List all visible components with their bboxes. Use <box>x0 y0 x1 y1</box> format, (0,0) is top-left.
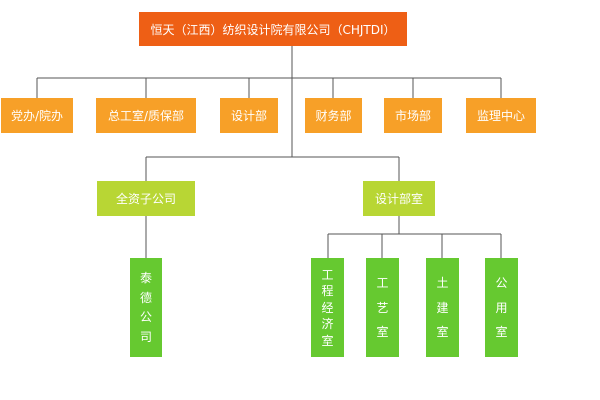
leaf-label-char: 室 <box>321 333 334 348</box>
subsidiary-node-design-office: 设计部室 <box>363 181 435 216</box>
leaf-node-process: 工艺室 <box>366 258 399 357</box>
leaf-label-char: 经 <box>321 300 334 315</box>
leaf-label-char: 泰 <box>139 270 152 285</box>
leaf-node-utilities: 公用室 <box>485 258 518 357</box>
subsidiary-label: 设计部室 <box>374 192 423 206</box>
department-label: 市场部 <box>394 109 431 123</box>
leaf-node-taide: 泰德公司 <box>130 258 162 357</box>
department-label: 总工室/质保部 <box>107 109 185 123</box>
leaf-label-char: 工 <box>321 267 334 282</box>
leaf-node-civil-construction: 土建室 <box>426 258 459 357</box>
department-node-design: 设计部 <box>220 98 278 133</box>
department-node-market: 市场部 <box>384 98 442 133</box>
department-label: 财务部 <box>315 109 352 123</box>
subsidiary-label: 全资子公司 <box>115 192 176 206</box>
leaf-label-char: 工 <box>376 275 389 290</box>
department-node-supervision: 监理中心 <box>466 98 536 133</box>
department-node-finance: 财务部 <box>305 98 362 133</box>
leaf-label-char: 程 <box>321 284 334 298</box>
leaf-node-engineering-economics: 工程经济室 <box>311 258 344 357</box>
leaf-label-char: 室 <box>495 325 508 340</box>
leaf-label-char: 公 <box>495 275 508 290</box>
department-label: 设计部 <box>230 109 267 123</box>
department-label: 监理中心 <box>476 109 525 123</box>
subsidiary-node-wholly-owned: 全资子公司 <box>97 181 195 216</box>
org-root-node: 恒天（江西）纺织设计院有限公司（CHJTDI） <box>139 12 407 46</box>
leaf-label-char: 公 <box>139 310 152 325</box>
leaf-label-char: 艺 <box>376 300 389 315</box>
leaf-label-char: 用 <box>495 300 508 315</box>
department-node-party-office: 党办/院办 <box>1 98 73 133</box>
department-node-chief-engineer: 总工室/质保部 <box>96 98 196 133</box>
department-label: 党办/院办 <box>10 109 64 123</box>
leaf-label-char: 司 <box>139 330 152 345</box>
org-root-label: 恒天（江西）纺织设计院有限公司（CHJTDI） <box>150 22 396 37</box>
leaf-label-char: 土 <box>436 275 449 290</box>
leaf-label-char: 济 <box>321 317 334 331</box>
leaf-label-char: 室 <box>436 325 449 340</box>
leaf-label-char: 室 <box>376 325 389 340</box>
leaf-label-char: 建 <box>436 300 449 315</box>
leaf-label-char: 德 <box>139 290 152 305</box>
